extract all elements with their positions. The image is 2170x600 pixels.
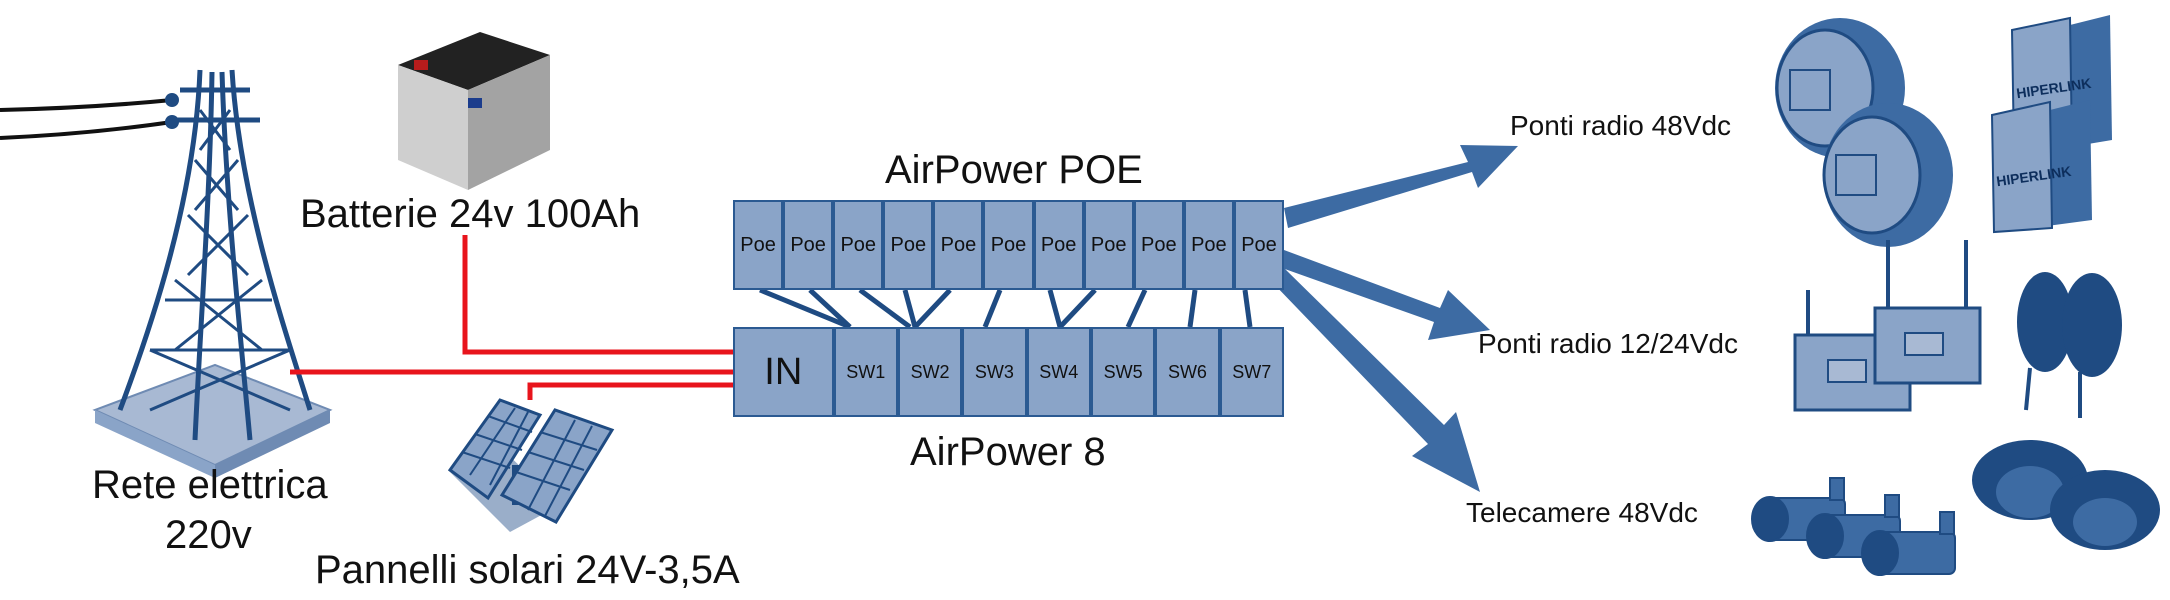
sw-port-row: IN SW1 SW2 SW3 SW4 SW5 SW6 SW7 (733, 327, 1284, 417)
poe-port: Poe (1233, 200, 1285, 290)
poe-port: Poe (783, 200, 834, 290)
sw-port: SW3 (962, 327, 1027, 417)
power-pylon-icon (92, 69, 333, 478)
output-radio1224-label: Ponti radio 12/24Vdc (1478, 328, 1738, 359)
poe-port: Poe (1033, 200, 1084, 290)
output-cameras-label: Telecamere 48Vdc (1466, 497, 1698, 528)
overhead-cables (0, 98, 173, 140)
power-wires (290, 235, 733, 400)
sw-port: SW5 (1090, 327, 1156, 417)
poe-port: Poe (933, 200, 984, 290)
sw-port: SW4 (1026, 327, 1091, 417)
output-arrows (1272, 145, 1518, 492)
battery-icon (398, 32, 550, 190)
sw-port: SW6 (1155, 327, 1220, 417)
bullet-camera-icon (1751, 477, 1956, 576)
poe-unit-label: AirPower POE (885, 148, 1143, 192)
poe-port: Poe (833, 200, 884, 290)
output-radio48-label: Ponti radio 48Vdc (1510, 110, 1732, 141)
arrow-radio48 (1284, 145, 1518, 228)
access-point-icon (1793, 240, 2122, 418)
poe-port: Poe (983, 200, 1034, 290)
sw-input-port: IN (733, 327, 834, 417)
poe-port-row: Poe Poe Poe Poe Poe Poe Poe Poe Poe Poe … (733, 200, 1285, 290)
arrow-cameras (1272, 268, 1480, 492)
poe-port: Poe (1133, 200, 1184, 290)
poe-port: Poe (733, 200, 784, 290)
solar-label: Pannelli solari 24V-3,5A (315, 548, 740, 592)
sw-unit-label: AirPower 8 (910, 430, 1106, 474)
arrow-radio1224 (1282, 250, 1490, 340)
poe-sw-connectors (759, 287, 1253, 330)
grid-label: Rete elettrica (92, 463, 328, 507)
sw-port: SW2 (897, 327, 963, 417)
poe-port: Poe (1083, 200, 1134, 290)
grid-voltage-label: 220v (165, 513, 252, 557)
battery-label: Batterie 24v 100Ah (300, 192, 641, 236)
poe-port: Poe (883, 200, 934, 290)
sw-port: SW1 (833, 327, 898, 417)
solar-panel-icon (447, 398, 615, 532)
panel-antenna-icon (1990, 15, 2112, 234)
poe-port: Poe (1183, 200, 1234, 290)
sw-port: SW7 (1219, 327, 1284, 417)
dome-camera-icon (1972, 440, 2160, 550)
round-antenna-icon (1775, 18, 1953, 247)
